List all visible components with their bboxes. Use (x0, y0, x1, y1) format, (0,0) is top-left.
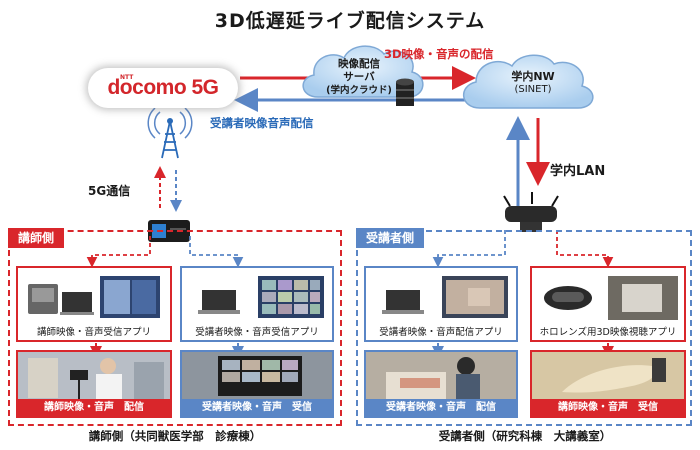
docomo-logo-text: docomo 5G (107, 76, 219, 99)
student-send-app-card: 受講者映像・音声配信アプリ (364, 266, 518, 342)
laptop-screen-icon (382, 276, 508, 318)
instructor-receive-app-label: 講師映像・音声受信アプリ (36, 327, 151, 338)
instructor-receive-app-card: 講師映像・音声受信アプリ (16, 266, 172, 342)
campus-nw-label: 学内NW (SINET) (488, 70, 578, 96)
student-receive-photo: 講師映像・音声 受信 (530, 350, 686, 418)
label-5g: 5G通信 (88, 184, 131, 198)
instructor-photo-image (18, 352, 170, 400)
instructor-send-photo: 講師映像・音声 配信 (16, 350, 172, 418)
server-line1: 映像配信 (338, 58, 380, 70)
instructor-receive-label: 受講者映像・音声 受信 (182, 399, 332, 416)
instructor-student-receive-card: 受講者映像・音声受信アプリ (180, 266, 334, 342)
server-label: 映像配信 サーバ (学内クラウド) (318, 58, 400, 97)
label-campus-lan: 学内LAN (550, 164, 606, 179)
instructor-location-label: 講師側（共同獣医学部 診療棟） (88, 429, 262, 443)
monitor-wall-image (182, 352, 332, 400)
3d-hologram-image (532, 352, 684, 400)
page-title: 3D低遅延ライブ配信システム (214, 10, 486, 32)
instructor-receive-photo: 受講者映像・音声 受信 (180, 350, 334, 418)
docomo-5g-logo: NTT docomo 5G (88, 68, 238, 108)
student-receive-label: 講師映像・音声 受信 (532, 399, 684, 416)
server-line2: サーバ (343, 71, 375, 83)
students-image (366, 352, 516, 400)
student-send-app-label: 受講者映像・音声配信アプリ (379, 327, 503, 338)
instructor-send-label: 講師映像・音声 配信 (18, 399, 170, 416)
access-point-icon (503, 192, 559, 232)
student-side-tag: 受講者側 (356, 228, 425, 248)
hololens-icon (544, 276, 678, 320)
hololens-app-card: ホロレンズ用3D映像視聴アプリ (530, 266, 686, 342)
antenna-icon (147, 107, 193, 159)
instructor-side-tag: 講師側 (8, 228, 65, 248)
student-location-label: 受講者側（研究科棟 大講義室） (438, 429, 612, 443)
pc-screens-icon (28, 276, 160, 318)
campus-nw-line1: 学内NW (511, 70, 555, 83)
student-send-photo: 受講者映像・音声 配信 (364, 350, 518, 418)
server-cloud (302, 45, 424, 98)
laptop-screens-icon (198, 276, 324, 318)
instructor-side-panel (8, 230, 342, 426)
label-3d-distribution: 3D映像・音声の配信 (384, 47, 494, 61)
hololens-app-label: ホロレンズ用3D映像視聴アプリ (539, 327, 677, 338)
campus-nw-cloud (463, 54, 594, 109)
label-student-distribution: 受講者映像音声配信 (210, 116, 314, 130)
campus-nw-line2: (SINET) (514, 84, 552, 95)
student-send-label: 受講者映像・音声 配信 (366, 399, 516, 416)
ntt-label: NTT (120, 74, 134, 81)
server-line3: (学内クラウド) (326, 85, 392, 96)
student-side-panel (356, 230, 692, 426)
database-icon (396, 78, 414, 106)
instructor-student-receive-label: 受講者映像・音声受信アプリ (195, 327, 319, 338)
